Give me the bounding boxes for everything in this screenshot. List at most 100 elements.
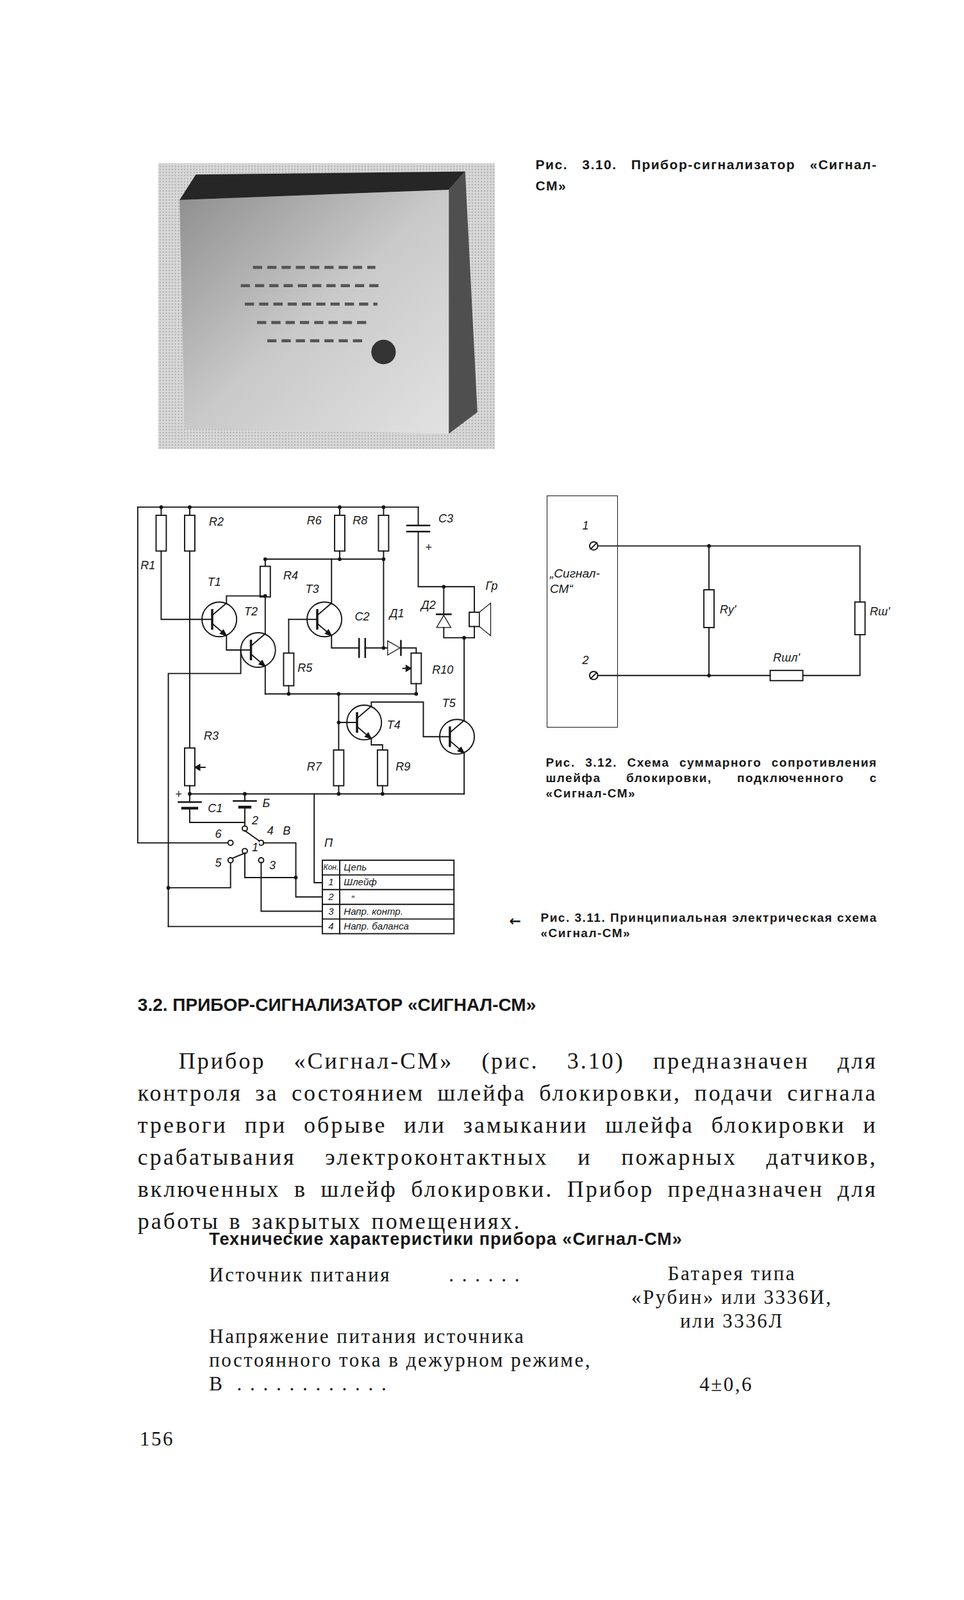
junction-dot	[166, 885, 171, 890]
speaker-symbol	[469, 612, 480, 627]
wire	[803, 634, 861, 676]
transistor-collector	[212, 603, 227, 616]
component-label: C2	[353, 610, 370, 624]
resistor-symbol	[770, 670, 804, 681]
spec-row: Источник питания. . . . . .	[208, 1262, 613, 1287]
table-cell: 4	[328, 921, 334, 932]
table-cell: „	[351, 888, 356, 900]
diode-symbol	[436, 613, 451, 616]
pin-number: 5	[214, 856, 223, 870]
transistor-symbol	[201, 601, 237, 637]
component-label: R6	[306, 514, 323, 528]
transistor-base	[315, 610, 319, 629]
table-cell: Напр. баланса	[343, 921, 409, 932]
wire	[708, 546, 710, 590]
figure-caption: Рис. 3.10. Прибор-сигнализатор «Сигнал-С…	[535, 153, 878, 197]
transistor-base	[439, 735, 450, 738]
pin-number: 3	[268, 859, 277, 873]
component-label: R5	[296, 662, 313, 675]
emitter-arrow	[457, 747, 465, 754]
transistor-collector	[449, 720, 465, 733]
wire	[137, 506, 228, 843]
diode-symbol	[436, 615, 451, 628]
wire	[264, 596, 266, 634]
wire	[417, 506, 420, 526]
component-label: C1	[207, 802, 224, 816]
resistor-symbol	[378, 515, 389, 552]
component-label: Д1	[389, 607, 406, 621]
wire	[226, 596, 265, 604]
transistor-symbol	[241, 632, 276, 668]
transistor-base	[201, 618, 213, 620]
table-rule	[322, 889, 454, 891]
device-knob	[371, 339, 396, 365]
grille-slot	[253, 265, 376, 270]
junction-dot	[187, 505, 192, 509]
wire	[463, 637, 465, 721]
device-name: „Сигнал-СМ“	[549, 565, 615, 597]
table-cell: 3	[328, 906, 334, 918]
dot-leader: . . . . . . . . . . . .	[236, 1372, 388, 1395]
section-heading: 3.2. ПРИБОР-СИГНАЛИЗАТОР «СИГНАЛ-СМ»	[137, 995, 536, 1016]
wire	[244, 806, 246, 826]
transistor-symbol	[346, 705, 382, 740]
transistor-base	[241, 649, 252, 651]
emitter-arrow	[324, 629, 332, 636]
table-rule	[322, 918, 454, 920]
wire	[314, 793, 323, 882]
wire	[371, 701, 440, 737]
component-label: R9	[394, 760, 411, 774]
capacitor-symbol	[407, 524, 430, 527]
terminal	[589, 541, 599, 550]
junction-dot	[263, 594, 268, 599]
dot-leader: . . . . . .	[448, 1263, 522, 1286]
pin-number: 4	[266, 824, 275, 838]
junction-dot	[337, 505, 342, 509]
terminal-slash	[590, 672, 597, 679]
wire	[226, 635, 241, 650]
table-cell: 2	[328, 891, 334, 903]
junction-dot	[187, 792, 192, 797]
switch-blade	[232, 853, 245, 859]
junction-dot	[380, 792, 385, 797]
device-box: „Сигнал-СМ“	[546, 495, 618, 727]
wire	[442, 586, 445, 613]
pin-number: 1	[581, 519, 590, 533]
wire	[330, 558, 333, 603]
battery-symbol	[233, 799, 256, 802]
resistor-symbol	[283, 653, 294, 686]
junction-dot	[382, 505, 386, 509]
spec-row: Напряжение питания источника постоянного…	[208, 1324, 613, 1396]
capacitor-symbol	[358, 638, 361, 657]
speaker-cone	[479, 603, 491, 636]
wire	[168, 925, 323, 927]
pin-number: 2	[251, 814, 259, 828]
transistor-symbol	[439, 719, 475, 754]
wire	[137, 506, 419, 508]
wire	[168, 649, 241, 927]
spec-value: 4±0,6	[699, 1372, 754, 1397]
diode-symbol	[387, 640, 400, 656]
wire	[287, 619, 290, 654]
component-label: R10	[431, 664, 454, 677]
junction-dot	[242, 792, 247, 797]
resistor-symbol	[156, 515, 167, 552]
wire	[331, 635, 359, 649]
terminal	[589, 671, 599, 680]
junction-dot	[706, 673, 711, 678]
transistor-emitter	[212, 623, 227, 636]
wire	[160, 551, 202, 620]
wiper-arrow	[194, 764, 200, 771]
emitter-arrow	[258, 660, 266, 666]
pin-number: 6	[214, 828, 223, 841]
junction-dot	[337, 556, 342, 561]
transistor-collector	[317, 603, 332, 616]
component-label: Rу'	[719, 603, 737, 617]
wire	[265, 558, 384, 560]
table-cell: 1	[328, 876, 334, 888]
polarity-mark: +	[174, 788, 183, 802]
component-label: T1	[207, 576, 222, 590]
component-label: Д2	[420, 599, 437, 613]
device-top	[179, 171, 466, 200]
